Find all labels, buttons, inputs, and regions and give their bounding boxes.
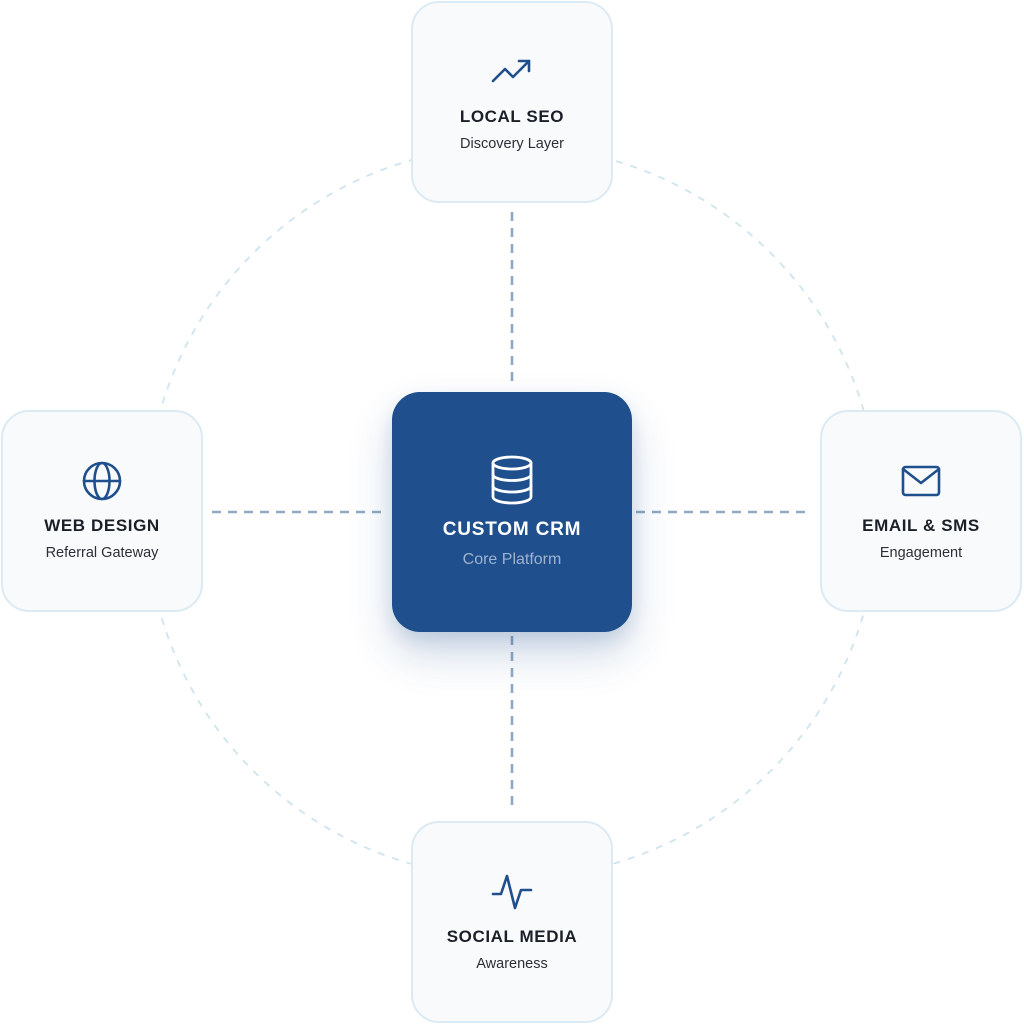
globe-icon [80,459,124,503]
database-icon [488,454,536,506]
hub-subtitle: Core Platform [462,551,562,568]
node-social-media: SOCIAL MEDIA Awareness [411,821,613,1023]
activity-pulse-icon [490,870,534,914]
node-title: LOCAL SEO [459,107,565,126]
node-email-sms: EMAIL & SMS Engagement [820,410,1022,612]
node-title: SOCIAL MEDIA [446,927,578,946]
node-title: WEB DESIGN [44,516,160,535]
mail-icon [899,459,943,503]
node-title: EMAIL & SMS [862,516,980,535]
trending-up-icon [490,50,534,94]
hub-title: CUSTOM CRM [442,519,582,540]
node-local-seo: LOCAL SEO Discovery Layer [411,1,613,203]
hub-custom-crm: CUSTOM CRM Core Platform [392,392,632,632]
node-web-design: WEB DESIGN Referral Gateway [1,410,203,612]
node-subtitle: Awareness [476,956,548,972]
node-subtitle: Discovery Layer [460,136,564,152]
node-subtitle: Engagement [879,545,963,561]
node-subtitle: Referral Gateway [45,545,159,561]
